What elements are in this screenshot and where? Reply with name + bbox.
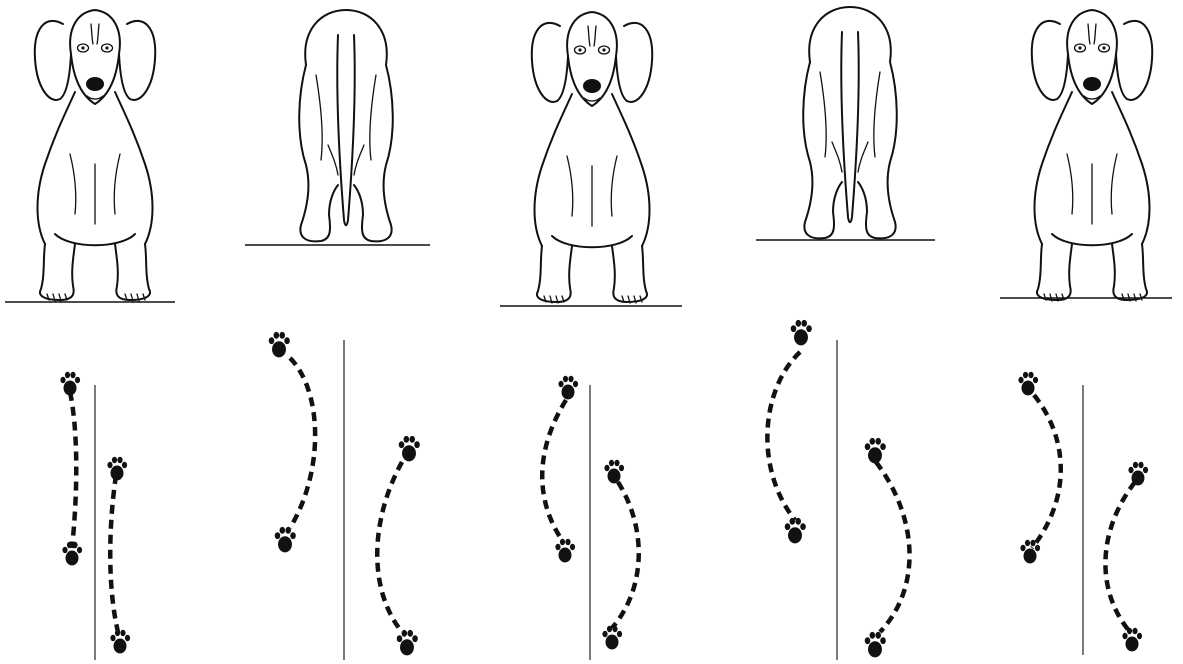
panel-2-rear-normal <box>245 10 430 660</box>
paw-print-icon <box>785 518 806 543</box>
paw-print-icon <box>1122 628 1142 652</box>
left-track <box>70 392 76 548</box>
paw-print-icon <box>275 527 296 552</box>
right-track <box>612 482 639 628</box>
left-track <box>542 400 566 540</box>
paw-print-icon <box>1128 462 1148 486</box>
paw-print-icon <box>558 376 578 400</box>
right-track <box>876 462 910 632</box>
dog-front-view-icon <box>1032 10 1152 301</box>
right-track <box>1105 482 1135 632</box>
paw-print-icon <box>865 438 886 463</box>
paw-print-icon <box>399 436 420 461</box>
paw-print-icon <box>269 332 290 357</box>
paw-print-icon <box>110 630 130 654</box>
paw-print-icon <box>107 457 127 481</box>
dog-front-view-icon <box>35 10 155 301</box>
paw-print-icon <box>865 632 886 657</box>
paw-print-icon <box>555 539 575 563</box>
paw-print-icon <box>604 460 624 484</box>
dog-rear-view-icon <box>803 7 897 238</box>
dog-front-view-icon <box>532 12 652 303</box>
panel-1-front-normal <box>5 10 175 660</box>
paw-print-icon <box>602 626 622 650</box>
panel-5-front-wide <box>1000 10 1172 655</box>
left-track <box>1032 395 1061 548</box>
paw-print-icon <box>397 630 418 655</box>
right-track <box>110 475 118 632</box>
paw-print-icon <box>791 320 812 345</box>
panel-4-rear-narrow <box>756 7 935 660</box>
left-track <box>767 352 800 520</box>
paw-print-icon <box>1018 372 1038 396</box>
dog-rear-view-icon <box>299 10 393 241</box>
panel-3-front-narrow <box>500 12 682 660</box>
paw-print-icon <box>1020 540 1040 564</box>
left-track <box>290 358 315 528</box>
paw-print-icon <box>60 372 80 396</box>
right-track <box>377 462 402 632</box>
